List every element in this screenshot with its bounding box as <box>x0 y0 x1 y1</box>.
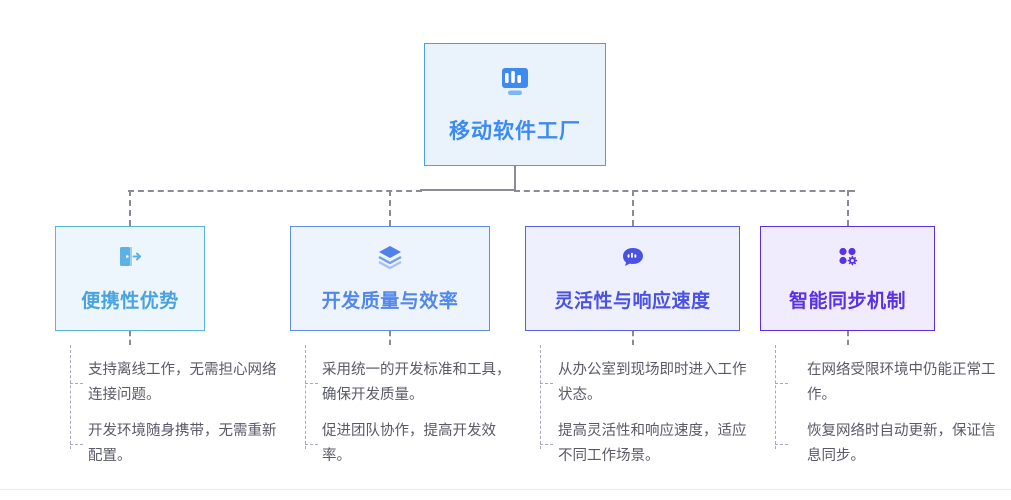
bullet-item: 在网络受限环境中仍能正常工作。 <box>807 362 996 403</box>
connector-bus-to-card-4 <box>846 190 849 226</box>
connector-card-to-list-2 <box>389 331 391 345</box>
root-node[interactable]: 移动软件工厂 <box>424 43 606 166</box>
bullet-item: 提高灵活性和响应速度，适应不同工作场景。 <box>558 423 747 464</box>
connector-card-to-list-3 <box>631 331 634 345</box>
chat-bubble-icon <box>619 244 647 270</box>
connector-bus-to-card-3 <box>631 190 634 226</box>
branch-card-4[interactable]: 智能同步机制 <box>760 226 935 331</box>
bullet-item: 恢复网络时自动更新，保证信息同步。 <box>807 423 996 464</box>
branch-card-2[interactable]: 开发质量与效率 <box>290 226 490 331</box>
branch-card-1[interactable]: 便携性优势 <box>55 226 205 331</box>
connector-bus-to-card-2 <box>389 190 391 226</box>
branch-card-3[interactable]: 灵活性与响应速度 <box>525 226 740 331</box>
bullet-tick-4-1 <box>775 383 788 384</box>
bullet-tick-3-1 <box>540 383 553 384</box>
bullet-tick-1-1 <box>70 383 83 384</box>
bullet-tick-3-2 <box>540 444 553 445</box>
bullet-spine-4 <box>775 345 776 449</box>
branch-bus-right <box>514 190 855 192</box>
bullet-spine-2 <box>305 345 306 449</box>
branch-bus-left <box>128 190 422 192</box>
bullet-spine-1 <box>70 345 71 449</box>
bullet-item: 开发环境随身携带，无需重新配置。 <box>88 423 277 464</box>
bullet-list-3: 从办公室到现场即时进入工作状态。提高灵活性和响应速度，适应不同工作场景。 <box>558 358 753 469</box>
root-title: 移动软件工厂 <box>449 119 581 143</box>
connector-card-to-list-4 <box>846 331 849 345</box>
bottom-divider <box>0 489 1011 490</box>
root-stem-line <box>514 166 516 191</box>
monitor-chart-icon <box>499 67 531 97</box>
layers-stack-icon <box>376 244 404 270</box>
bullet-tick-4-2 <box>775 444 788 445</box>
branch-card-title-4: 智能同步机制 <box>788 291 906 312</box>
bullet-spine-3 <box>540 345 541 449</box>
bullet-list-1: 支持离线工作，无需担心网络连接问题。开发环境随身携带，无需重新配置。 <box>88 358 288 469</box>
bullet-tick-2-1 <box>305 383 318 384</box>
bullet-item: 采用统一的开发标准和工具，确保开发质量。 <box>322 362 511 403</box>
bullet-list-2: 采用统一的开发标准和工具，确保开发质量。促进团队协作，提高开发效率。 <box>322 358 517 469</box>
bullet-list-4: 在网络受限环境中仍能正常工作。恢复网络时自动更新，保证信息同步。 <box>807 358 1002 469</box>
bullet-item: 从办公室到现场即时进入工作状态。 <box>558 362 747 403</box>
bullet-item: 促进团队协作，提高开发效率。 <box>322 423 496 464</box>
apps-gear-icon <box>834 244 862 270</box>
branch-card-title-2: 开发质量与效率 <box>321 291 459 312</box>
branch-card-title-3: 灵活性与响应速度 <box>554 291 711 312</box>
branch-card-title-1: 便携性优势 <box>81 291 179 312</box>
bullet-tick-2-2 <box>305 444 318 445</box>
connector-card-to-list-1 <box>129 331 131 345</box>
bullet-tick-1-2 <box>70 444 83 445</box>
connector-bus-to-card-1 <box>129 190 131 226</box>
root-bus-solid-left <box>420 189 515 191</box>
door-exit-icon <box>116 244 144 270</box>
bullet-item: 支持离线工作，无需担心网络连接问题。 <box>88 362 277 403</box>
